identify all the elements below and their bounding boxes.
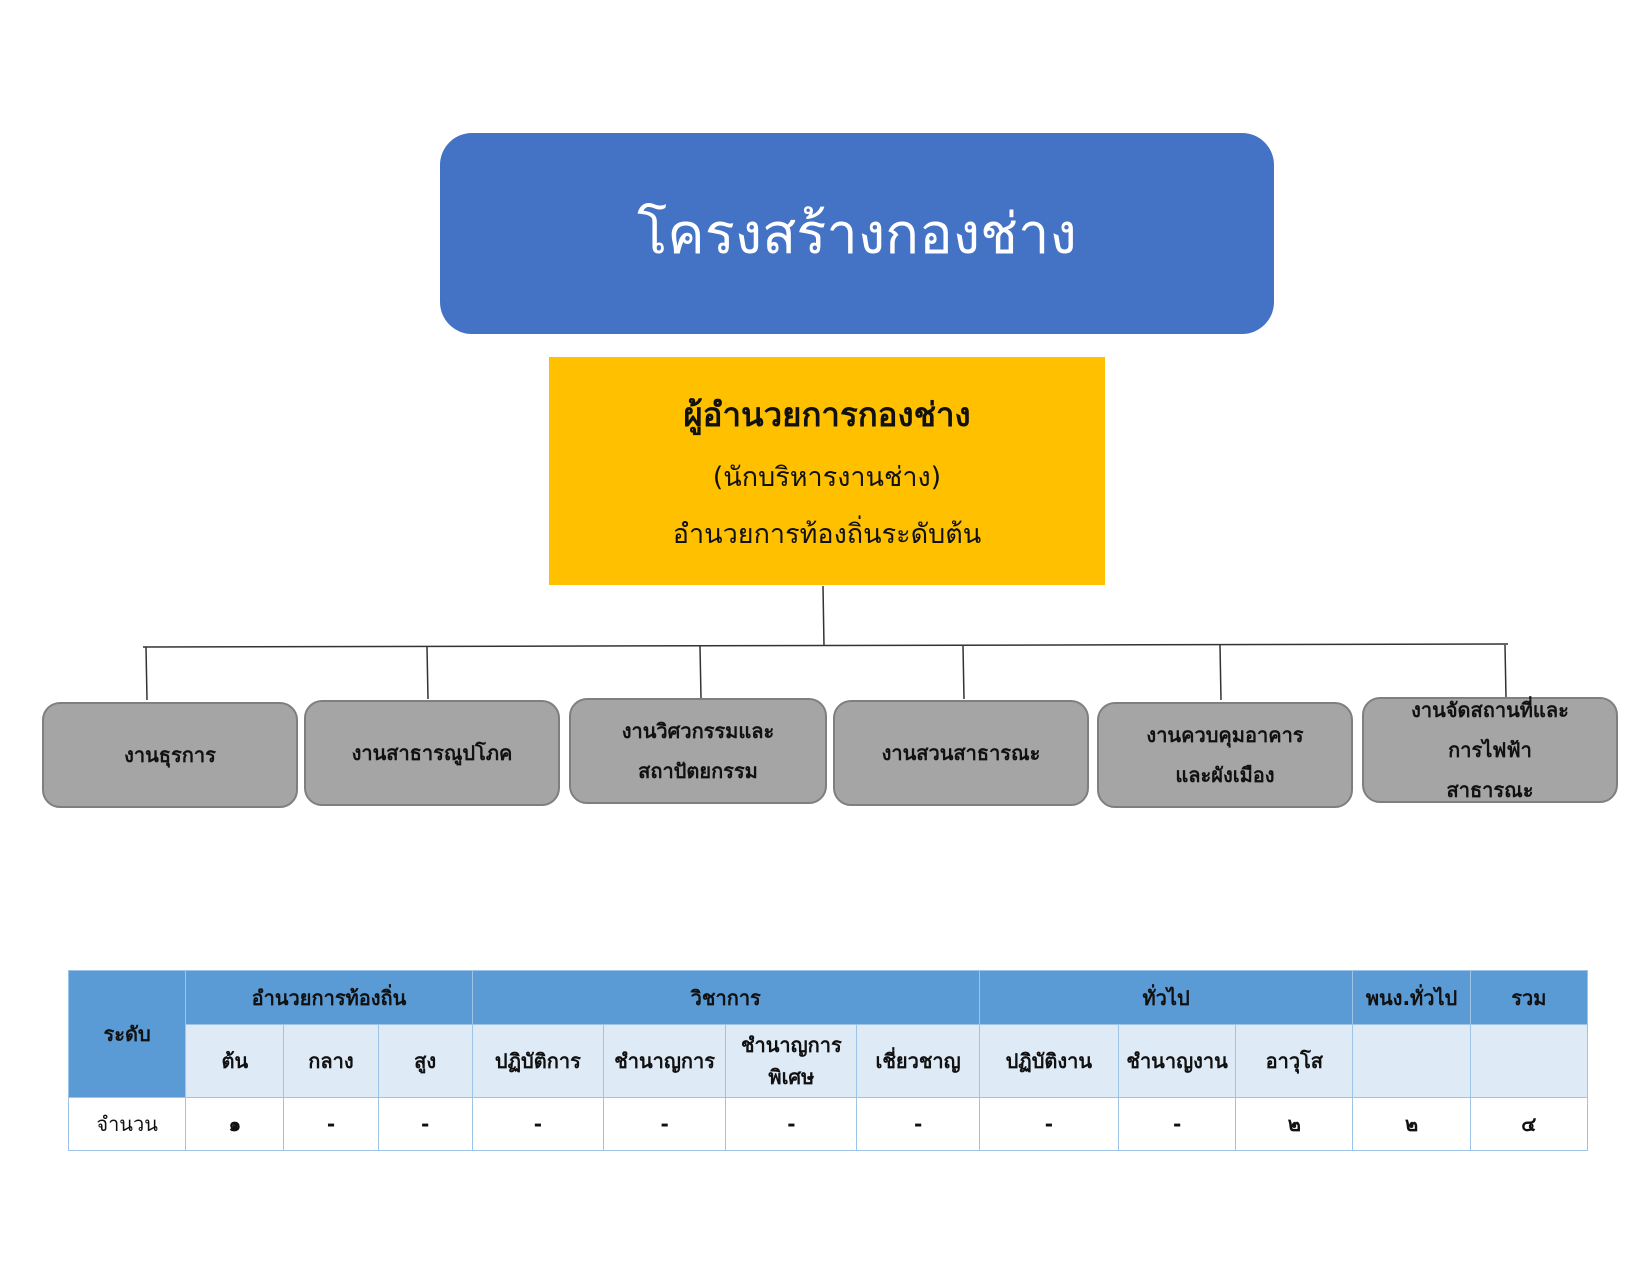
unit-building-control: งานควบคุมอาคารและผังเมือง	[1097, 702, 1353, 808]
unit-venue-public-lighting: งานจัดสถานที่และการไฟฟ้าสาธารณะ	[1362, 697, 1618, 803]
cell-acad-3: -	[725, 1097, 858, 1151]
unit-label: งานวิศวกรรมและสถาปัตยกรรม	[621, 719, 775, 783]
header-level: ระดับ	[67, 970, 187, 1098]
sub-acad-2: ชำนาญการ	[602, 1024, 727, 1098]
sub-gen-3: อาวุโส	[1235, 1024, 1354, 1098]
director-level: อำนวยการท้องถิ่นระดับต้น	[672, 518, 982, 550]
director-position: ผู้อำนวยการกองช่าง	[683, 394, 971, 434]
unit-label: งานควบคุมอาคารและผังเมือง	[1146, 723, 1304, 787]
unit-label: งานธุรการ	[124, 743, 216, 767]
sub-acad-3: ชำนาญการพิเศษ	[725, 1024, 858, 1098]
sub-gen-1: ปฏิบัติงาน	[978, 1024, 1119, 1098]
director-line-title: (นักบริหารงานช่าง)	[712, 461, 942, 493]
header-academic: วิชาการ	[471, 970, 980, 1025]
cell-gen-2: -	[1117, 1097, 1237, 1151]
unit-public-parks: งานสวนสาธารณะ	[833, 700, 1089, 806]
header-general: ทั่วไป	[978, 970, 1354, 1025]
sub-admin-mid: กลาง	[283, 1024, 379, 1098]
sub-acad-1: ปฏิบัติการ	[471, 1024, 605, 1098]
director-box: ผู้อำนวยการกองช่าง (นักบริหารงานช่าง) อำ…	[549, 357, 1105, 585]
sub-admin-low: ต้น	[185, 1024, 285, 1098]
header-employee: พนง.ทั่วไป	[1352, 970, 1471, 1025]
cell-admin-low: ๑	[185, 1097, 285, 1151]
connector-unit-5	[1219, 644, 1222, 701]
sub-admin-high: สูง	[377, 1024, 473, 1098]
unit-label: งานจัดสถานที่และการไฟฟ้าสาธารณะ	[1411, 698, 1569, 802]
cell-admin-mid: -	[283, 1097, 379, 1151]
cell-total: ๔	[1469, 1097, 1589, 1151]
sub-total-blank	[1469, 1024, 1589, 1098]
connector-unit-4	[962, 645, 965, 700]
row-label: จำนวน	[67, 1097, 187, 1151]
cell-acad-1: -	[471, 1097, 605, 1151]
header-admin: อำนวยการท้องถิ่น	[185, 970, 473, 1025]
table-row: จำนวน ๑ - - - - - - - - ๒ ๒ ๔	[67, 1097, 1589, 1151]
staff-table: ระดับ อำนวยการท้องถิ่น วิชาการ ทั่วไป พน…	[67, 970, 1589, 1151]
sub-employee-blank	[1352, 1024, 1471, 1098]
connector-trunk	[822, 585, 825, 647]
unit-general-affairs: งานธุรการ	[42, 702, 298, 808]
sub-acad-4: เชี่ยวชาญ	[856, 1024, 980, 1098]
unit-label: งานสวนสาธารณะ	[881, 741, 1041, 765]
cell-employee: ๒	[1352, 1097, 1471, 1151]
connector-unit-1	[145, 646, 148, 701]
chart-title: โครงสร้างกองช่าง	[440, 133, 1274, 334]
cell-admin-high: -	[377, 1097, 473, 1151]
cell-acad-2: -	[602, 1097, 727, 1151]
cell-acad-4: -	[856, 1097, 980, 1151]
unit-public-utilities: งานสาธารณูปโภค	[304, 700, 560, 806]
cell-gen-3: ๒	[1235, 1097, 1354, 1151]
connector-unit-3	[699, 645, 702, 699]
cell-gen-1: -	[978, 1097, 1119, 1151]
connector-unit-6	[1504, 644, 1507, 699]
unit-engineering-architecture: งานวิศวกรรมและสถาปัตยกรรม	[569, 698, 827, 804]
sub-gen-2: ชำนาญงาน	[1117, 1024, 1237, 1098]
connector-bus	[142, 643, 1509, 648]
connector-unit-2	[426, 646, 429, 700]
header-total: รวม	[1469, 970, 1589, 1025]
unit-label: งานสาธารณูปโภค	[351, 741, 513, 765]
